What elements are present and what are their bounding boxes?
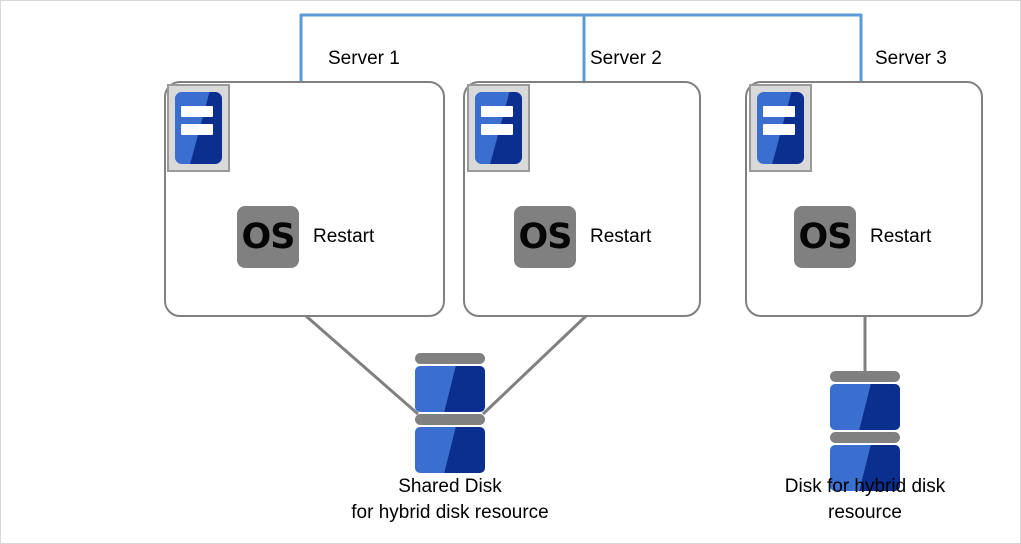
disk-body-bottom (830, 445, 900, 491)
shared-disk-caption-line1: Shared Disk (398, 476, 502, 497)
server-rack-icon (467, 84, 530, 172)
shared-disk-caption-line2: for hybrid disk resource (351, 501, 549, 523)
server-box-1[interactable] (164, 81, 445, 317)
server-label-1: Server 1 (328, 48, 400, 69)
os-chip-1: OS (237, 206, 299, 268)
hybrid-disk-caption: Disk for hybrid disk resource (740, 474, 990, 525)
disk-bar-mid (415, 414, 485, 425)
shared-disk-caption: Shared Disk for hybrid disk resource (300, 474, 600, 525)
server-status-2: Restart (590, 226, 652, 247)
os-restart-group-1: OS Restart (237, 206, 374, 268)
os-chip-label: OS (798, 216, 853, 257)
server-label-3: Server 3 (875, 48, 947, 69)
hybrid-disk-caption-line1: Disk for hybrid disk (784, 476, 946, 497)
os-restart-group-2: OS Restart (514, 206, 651, 268)
server-rack-icon (749, 84, 812, 172)
os-restart-group-3: OS Restart (794, 206, 931, 268)
hybrid-disk-caption-line2: resource (828, 501, 902, 523)
disk-body-bottom (415, 427, 485, 473)
os-chip-2: OS (514, 206, 576, 268)
server-status-3: Restart (870, 226, 932, 247)
disk-bar-top (830, 371, 900, 382)
os-chip-label: OS (518, 216, 573, 257)
disk-stack-icon-hybrid (830, 371, 900, 491)
disk-bar-mid (830, 432, 900, 443)
disk-body-top (415, 366, 485, 412)
disk-body-top (830, 384, 900, 430)
disk-bar-top (415, 353, 485, 364)
disk-stack-icon-shared (415, 353, 485, 473)
server-label-2: Server 2 (590, 48, 662, 69)
os-chip-3: OS (794, 206, 856, 268)
server-status-1: Restart (313, 226, 375, 247)
os-chip-label: OS (241, 216, 296, 257)
server-rack-icon (167, 84, 230, 172)
